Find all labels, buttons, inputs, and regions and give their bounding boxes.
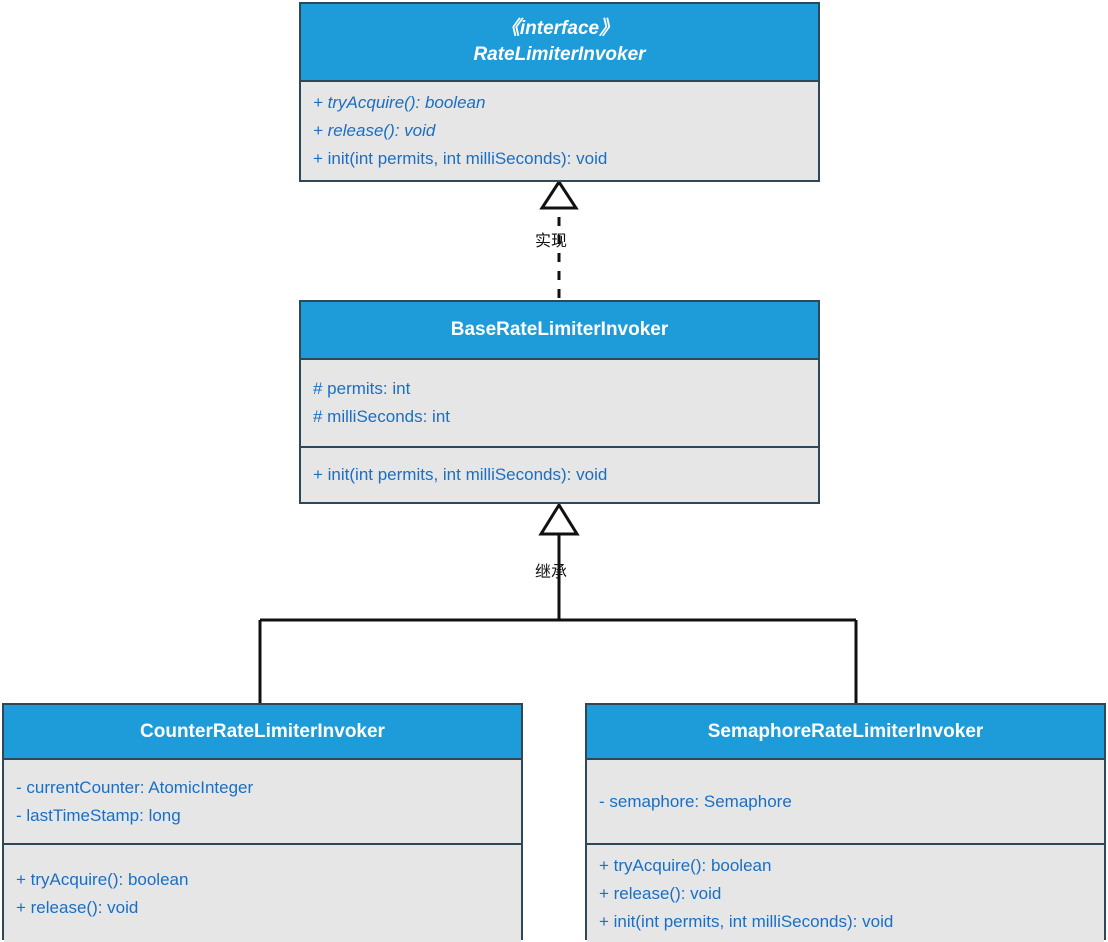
- attribute-row: - currentCounter: AtomicInteger: [16, 777, 254, 797]
- class-header-base-rate-limiter-invoker: BaseRateLimiterInvoker: [301, 302, 818, 360]
- class-operations-section: + tryAcquire(): boolean + release(): voi…: [301, 82, 818, 180]
- operation-row: + init(int permits, int milliSeconds): v…: [599, 911, 894, 931]
- operation-row: + init(int permits, int milliSeconds): v…: [313, 465, 608, 484]
- class-operations-section: + tryAcquire(): boolean + release(): voi…: [587, 843, 1104, 942]
- realization-hollow-triangle-arrowhead: [539, 179, 579, 210]
- class-stereotype-label: 《interface》: [500, 18, 619, 39]
- generalization-hollow-triangle-arrowhead: [538, 502, 580, 536]
- class-name-label: CounterRateLimiterInvoker: [140, 720, 385, 742]
- class-box-counter-rate-limiter-invoker[interactable]: CounterRateLimiterInvoker - currentCount…: [2, 703, 523, 942]
- realization-label: 实现: [535, 233, 568, 250]
- class-header-rate-limiter-invoker: 《interface》 RateLimiterInvoker: [301, 4, 818, 82]
- operation-row: + tryAcquire(): boolean: [599, 855, 772, 875]
- operation-row: + tryAcquire(): boolean: [313, 93, 486, 112]
- attribute-row: # permits: int: [313, 379, 411, 398]
- operation-row: + init(int permits, int milliSeconds): v…: [313, 149, 608, 168]
- realization-connector: [539, 179, 579, 298]
- operation-row: + release(): void: [16, 897, 139, 917]
- class-box-base-rate-limiter-invoker[interactable]: BaseRateLimiterInvoker # permits: int # …: [299, 300, 820, 504]
- generalization-connector: [258, 502, 858, 703]
- class-name-label: SemaphoreRateLimiterInvoker: [707, 720, 984, 742]
- class-operations-section: + tryAcquire(): boolean + release(): voi…: [4, 843, 521, 942]
- class-header-semaphore-rate-limiter-invoker: SemaphoreRateLimiterInvoker: [587, 705, 1104, 760]
- operation-row: + release(): void: [599, 883, 722, 903]
- class-box-rate-limiter-invoker[interactable]: 《interface》 RateLimiterInvoker + tryAcqu…: [299, 2, 820, 182]
- attribute-row: - lastTimeStamp: long: [16, 805, 181, 825]
- class-name-label: BaseRateLimiterInvoker: [450, 319, 669, 340]
- operation-row: + release(): void: [313, 121, 436, 140]
- class-attributes-section: - currentCounter: AtomicInteger - lastTi…: [4, 760, 521, 843]
- generalization-label: 继承: [535, 564, 568, 581]
- class-name-label: RateLimiterInvoker: [473, 44, 646, 65]
- class-box-semaphore-rate-limiter-invoker[interactable]: SemaphoreRateLimiterInvoker - semaphore:…: [585, 703, 1106, 942]
- class-operations-section: + init(int permits, int milliSeconds): v…: [301, 446, 818, 502]
- attribute-row: # milliSeconds: int: [313, 407, 451, 426]
- class-attributes-section: - semaphore: Semaphore: [587, 760, 1104, 843]
- class-attributes-section: # permits: int # milliSeconds: int: [301, 360, 818, 446]
- operation-row: + tryAcquire(): boolean: [16, 869, 189, 889]
- attribute-row: - semaphore: Semaphore: [599, 791, 792, 811]
- class-header-counter-rate-limiter-invoker: CounterRateLimiterInvoker: [4, 705, 521, 760]
